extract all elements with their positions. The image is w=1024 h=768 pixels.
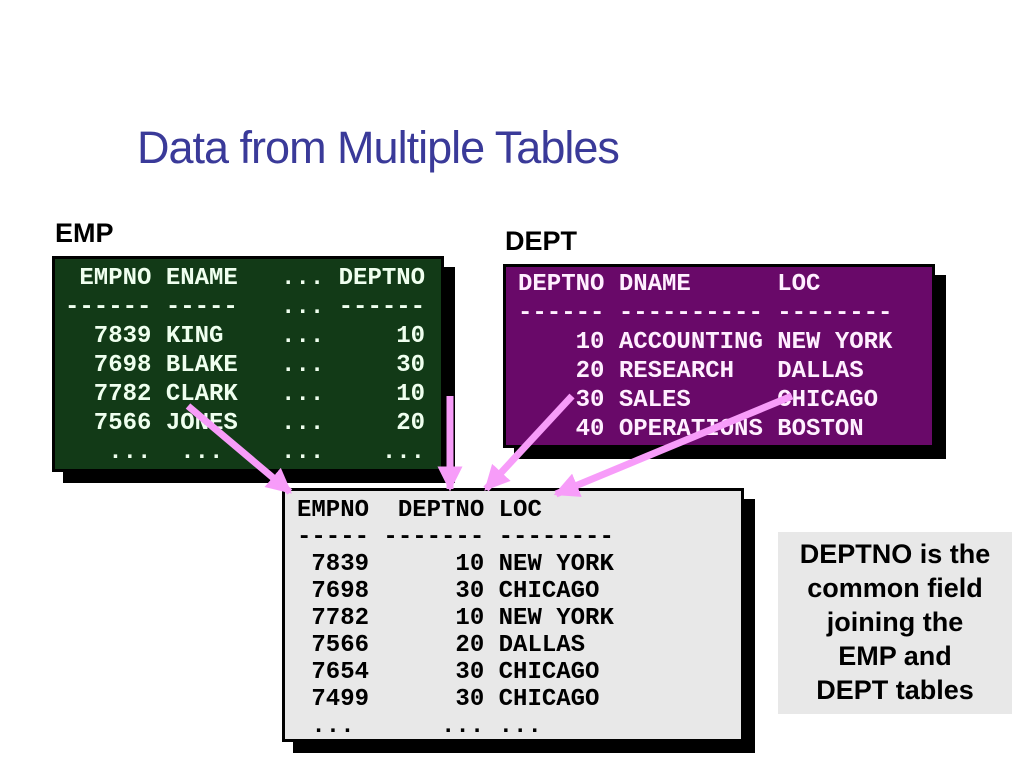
join-note-box: DEPTNO is the common field joining the E… [778,532,1012,714]
dept-table: DEPTNO DNAME LOC ------ ---------- -----… [503,264,935,448]
slide-title: Data from Multiple Tables [137,122,620,173]
emp-table: EMPNO ENAME ... DEPTNO ------ ----- ... … [52,256,444,472]
dept-table-label: DEPT [505,226,578,256]
join-result-table: EMPNO DEPTNO LOC ----- ------- -------- … [282,488,744,742]
emp-table-label: EMP [55,218,114,248]
